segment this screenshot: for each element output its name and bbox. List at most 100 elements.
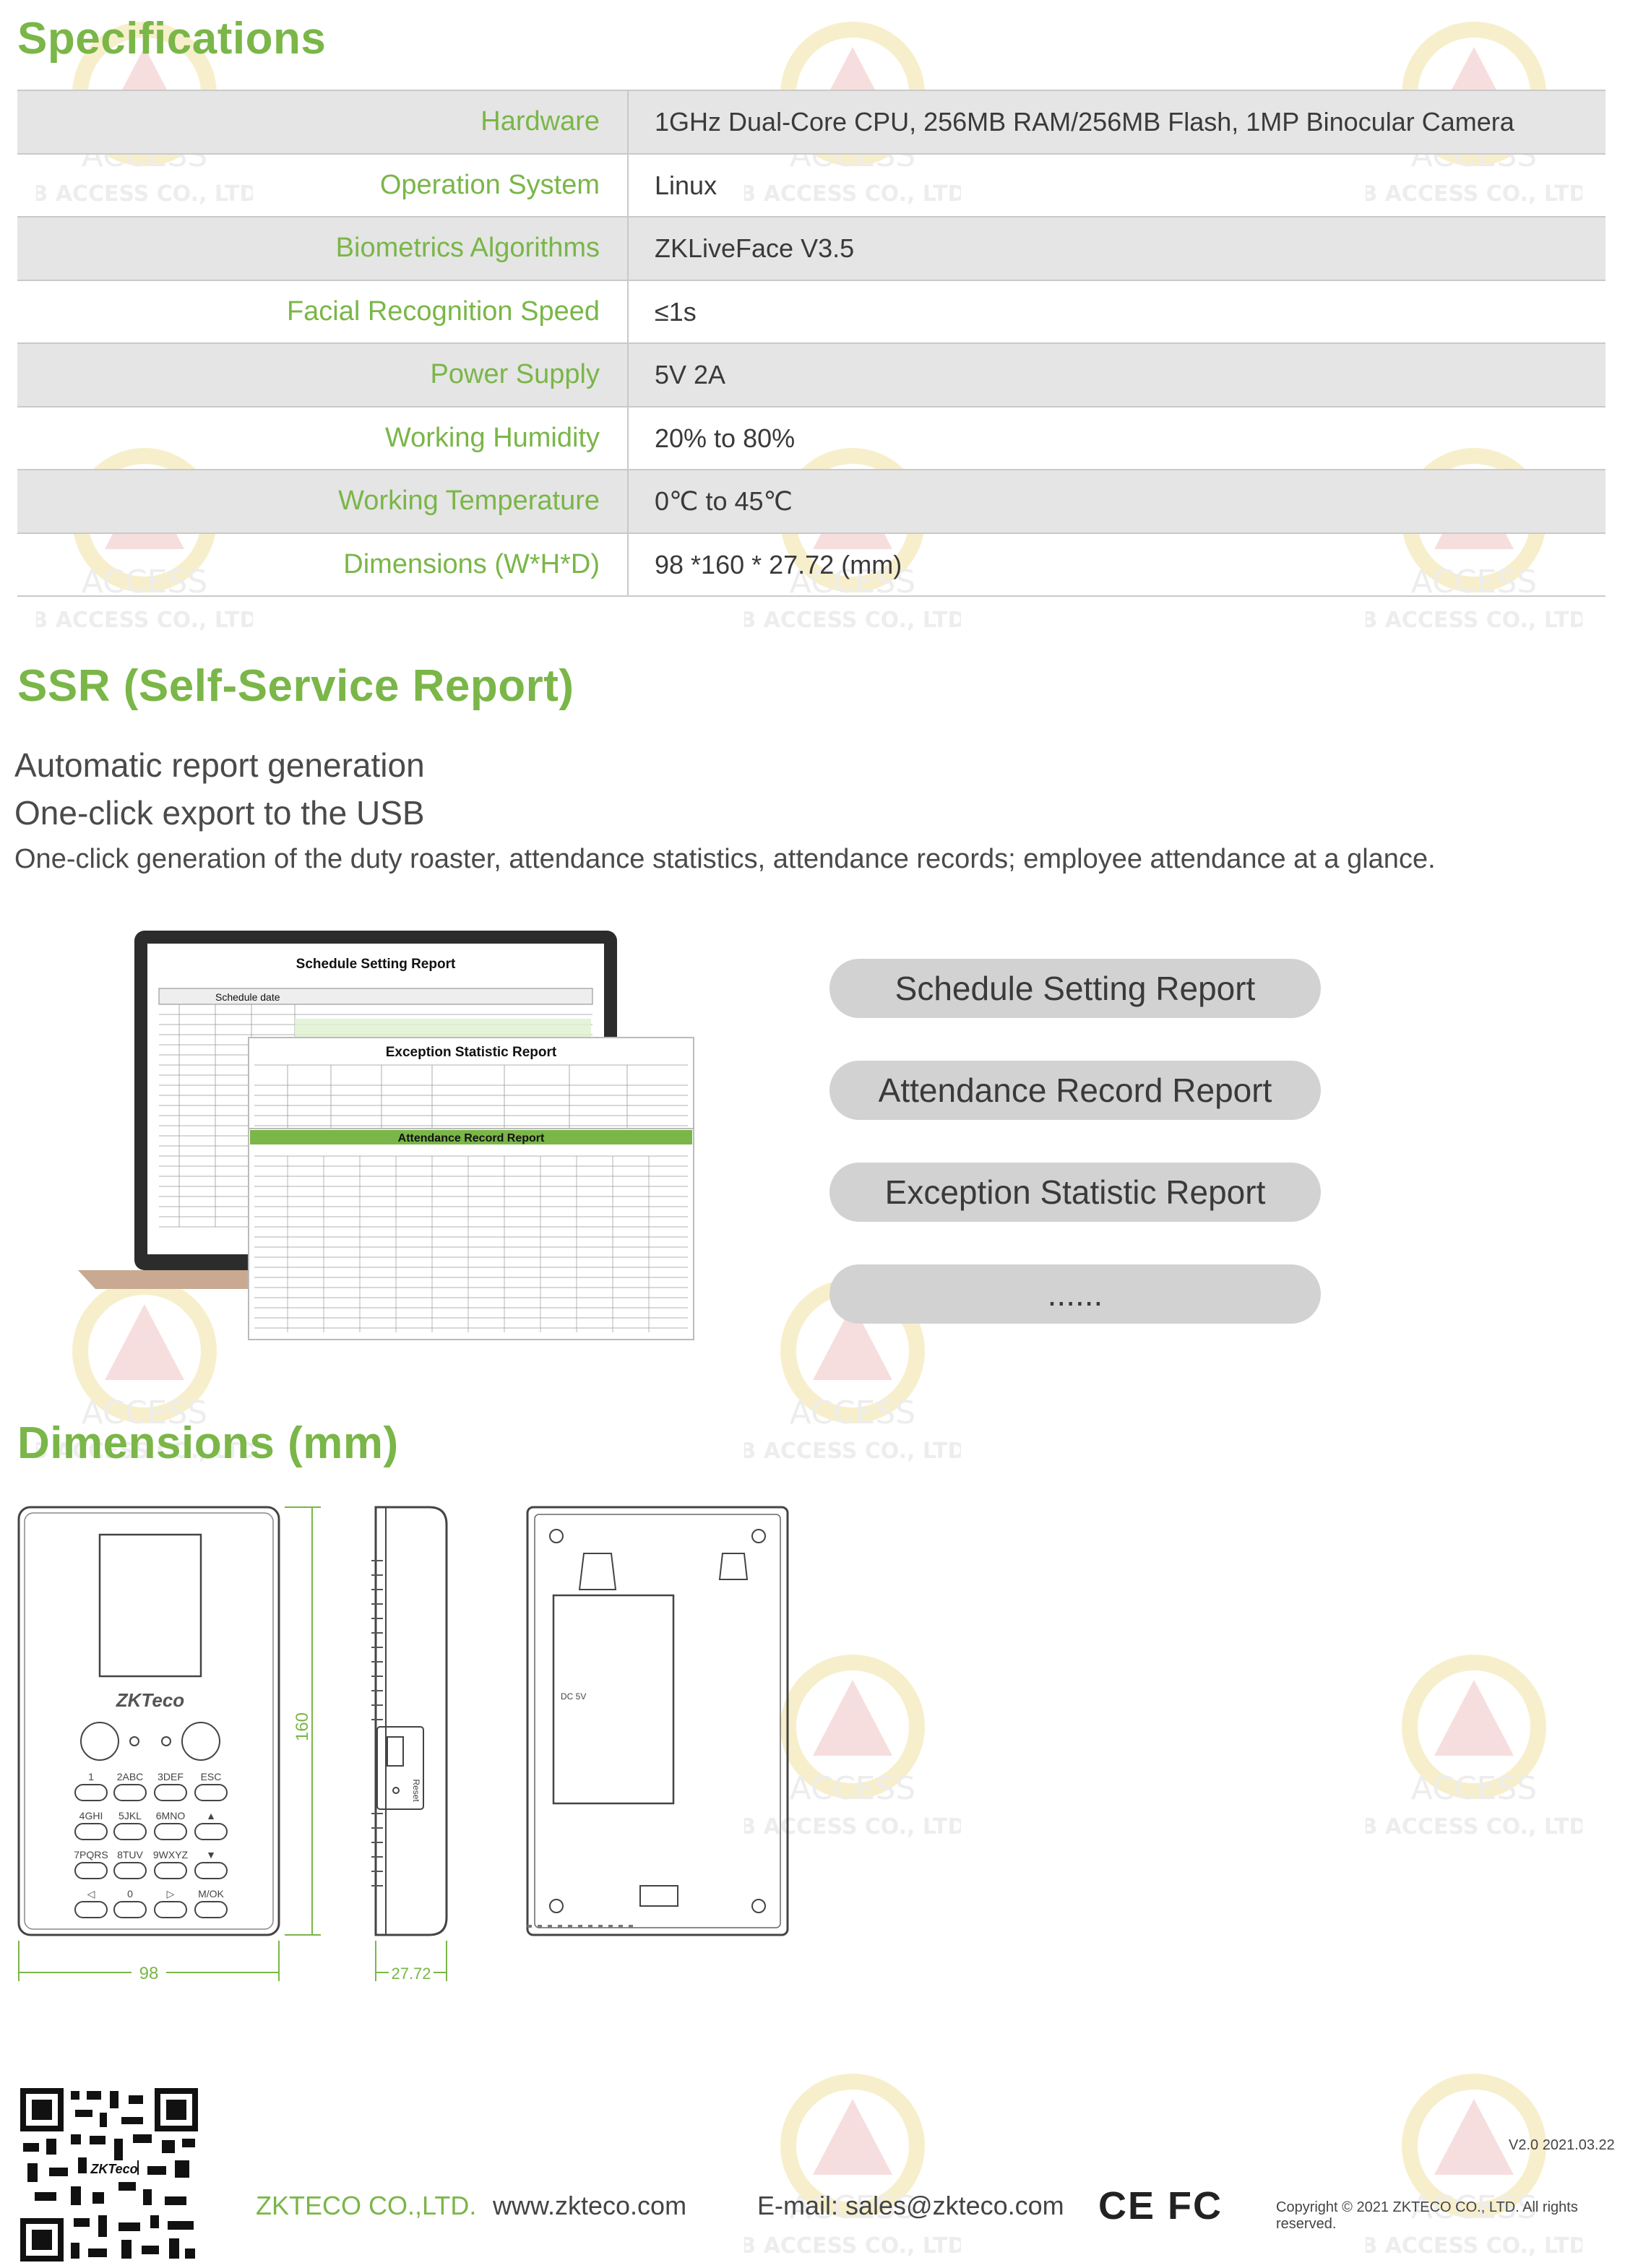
spec-row: Working Temperature 0℃ to 45℃ (17, 470, 1605, 534)
spec-label: Biometrics Algorithms (17, 217, 629, 280)
schedule-date-label: Schedule date (215, 991, 280, 1003)
keypad-key (74, 1784, 108, 1801)
back-view-drawing: DC 5V (526, 1506, 789, 1936)
watermark-subtext: IB ACCESS CO., LTD. (744, 2233, 961, 2259)
spec-value: 5V 2A (655, 360, 726, 389)
spec-table-top-rule (17, 90, 1605, 91)
key-label-down: ▼ (206, 1849, 216, 1860)
keypad-key (113, 1901, 147, 1918)
watermark-subtext: IB ACCESS CO., LTD. (1366, 2233, 1582, 2259)
key-label-esc: ESC (201, 1771, 222, 1782)
key-label-2: 2ABC (117, 1771, 144, 1782)
attendance-report-sheet (248, 1128, 694, 1340)
watermark-logo: ACCESSIB ACCESS CO., LTD. (731, 2066, 974, 2261)
keypad-key (154, 1784, 187, 1801)
exception-report-sheet (248, 1037, 694, 1137)
schedule-header-band (158, 988, 593, 1005)
key-label-3: 3DEF (158, 1771, 184, 1782)
exception-report-title: Exception Statistic Report (386, 1045, 557, 1060)
key-label-1: 1 (88, 1771, 94, 1782)
keypad-key (194, 1784, 228, 1801)
attendance-report-band (250, 1130, 692, 1144)
spec-value: ≤1s (655, 296, 697, 327)
depth-dimension-label: 27.72 (391, 1965, 431, 1983)
watermark-subtext: IB ACCESS CO., LTD. (744, 608, 961, 633)
keypad-key (154, 1823, 187, 1840)
schedule-report-title: Schedule Setting Report (296, 957, 456, 972)
keypad-key (113, 1784, 147, 1801)
exception-statistic-report-button[interactable]: Exception Statistic Report (829, 1163, 1321, 1222)
key-label-6: 6MNO (156, 1810, 186, 1821)
spec-value: 20% to 80% (655, 423, 796, 453)
keypad-key (74, 1901, 108, 1918)
laptop-report-illustration: Schedule Setting Report Schedule date Ex… (78, 931, 694, 1340)
usb-port (387, 1736, 404, 1767)
spec-row: Working Humidity 20% to 80% (17, 407, 1605, 470)
spec-row: Dimensions (W*H*D) 98 *160 * 27.72 (mm) (17, 533, 1605, 597)
watermark-text: ACCESS (790, 1394, 915, 1431)
footer-email[interactable]: E-mail: sales@zkteco.com (757, 2191, 1064, 2220)
spec-row: Power Supply 5V 2A (17, 344, 1605, 408)
key-label-up: ▲ (206, 1810, 216, 1821)
footer-website[interactable]: www.zkteco.com (493, 2191, 687, 2220)
qr-modules (20, 2088, 198, 2261)
screw-hole-bottom-left (549, 1899, 564, 1913)
dimensions-title: Dimensions (mm) (17, 1418, 399, 1468)
side-vents (371, 1560, 383, 1887)
keypad-key (74, 1862, 108, 1879)
attendance-record-report-button[interactable]: Attendance Record Report (829, 1061, 1321, 1120)
height-dimension-line (285, 1506, 321, 1936)
spec-label: Hardware (17, 91, 629, 153)
schedule-setting-report-button[interactable]: Schedule Setting Report (829, 959, 1321, 1018)
spec-value: Linux (655, 170, 717, 200)
front-sensor-right (161, 1736, 171, 1746)
width-dimension-label: 98 (139, 1964, 159, 1983)
specifications-title: Specifications (17, 14, 327, 64)
watermark-text: ACCESS (1411, 1770, 1537, 1807)
watermark-subtext: IB ACCESS CO., LTD. (1366, 1814, 1582, 1840)
front-view-drawing: ZKTeco 1 2ABC 3DEF ESC 4GHI 5JKL 6MNO ▲ … (17, 1506, 321, 1983)
spec-label: Working Humidity (17, 407, 629, 469)
key-label-ok: M/OK (198, 1888, 224, 1900)
ssr-title: SSR (Self-Service Report) (17, 661, 574, 711)
spec-label: Facial Recognition Speed (17, 280, 629, 342)
mount-tab-right (718, 1553, 749, 1580)
spec-row: Hardware 1GHz Dual-Core CPU, 256MB RAM/2… (17, 91, 1605, 155)
ssr-line-1: Automatic report generation (14, 746, 425, 784)
version-date: V2.0 2021.03.22 (1509, 2137, 1615, 2153)
key-label-8: 8TUV (117, 1849, 143, 1860)
side-body-outline (374, 1506, 448, 1936)
ssr-line-3: One-click generation of the duty roaster… (14, 844, 1436, 874)
keypad-key (74, 1823, 108, 1840)
qr-code[interactable]: ZKTeco (20, 2088, 198, 2261)
front-body-inner (24, 1512, 274, 1930)
spec-row: Biometrics Algorithms ZKLiveFace V3.5 (17, 217, 1605, 281)
exception-grid (254, 1064, 688, 1130)
key-label-right: ▷ (167, 1888, 175, 1900)
attendance-report-title: Attendance Record Report (398, 1132, 545, 1144)
front-body-outline (17, 1506, 280, 1936)
back-body-outline (526, 1506, 789, 1936)
spec-value: 98 *160 * 27.72 (mm) (655, 549, 902, 579)
key-label-7: 7PQRS (74, 1849, 108, 1860)
footer-company: ZKTECO CO.,LTD. (256, 2191, 477, 2220)
screw-hole-top-right (751, 1529, 766, 1543)
watermark-subtext: IB ACCESS CO., LTD. (1366, 608, 1582, 633)
more-reports-button[interactable]: ...... (829, 1264, 1321, 1324)
watermark-subtext: IB ACCESS CO., LTD. (36, 608, 253, 633)
back-cover-plate (552, 1594, 675, 1805)
reset-label: Reset (411, 1779, 421, 1802)
watermark-logo: ACCESS IB ACCESS CO., LTD. (1353, 1647, 1595, 1842)
ssr-line-2: One-click export to the USB (14, 794, 425, 832)
key-label-0: 0 (127, 1888, 133, 1900)
height-dimension-label: 160 (293, 1712, 312, 1741)
depth-label-backdrop (389, 1964, 434, 1981)
keypad-key (113, 1823, 147, 1840)
keypad-key (194, 1823, 228, 1840)
spec-table: Hardware 1GHz Dual-Core CPU, 256MB RAM/2… (17, 91, 1605, 597)
back-connector (639, 1885, 678, 1907)
spec-row: Facial Recognition Speed ≤1s (17, 280, 1605, 344)
front-sensor-left (129, 1736, 139, 1746)
key-label-4: 4GHI (79, 1810, 103, 1821)
front-screen (98, 1533, 202, 1678)
